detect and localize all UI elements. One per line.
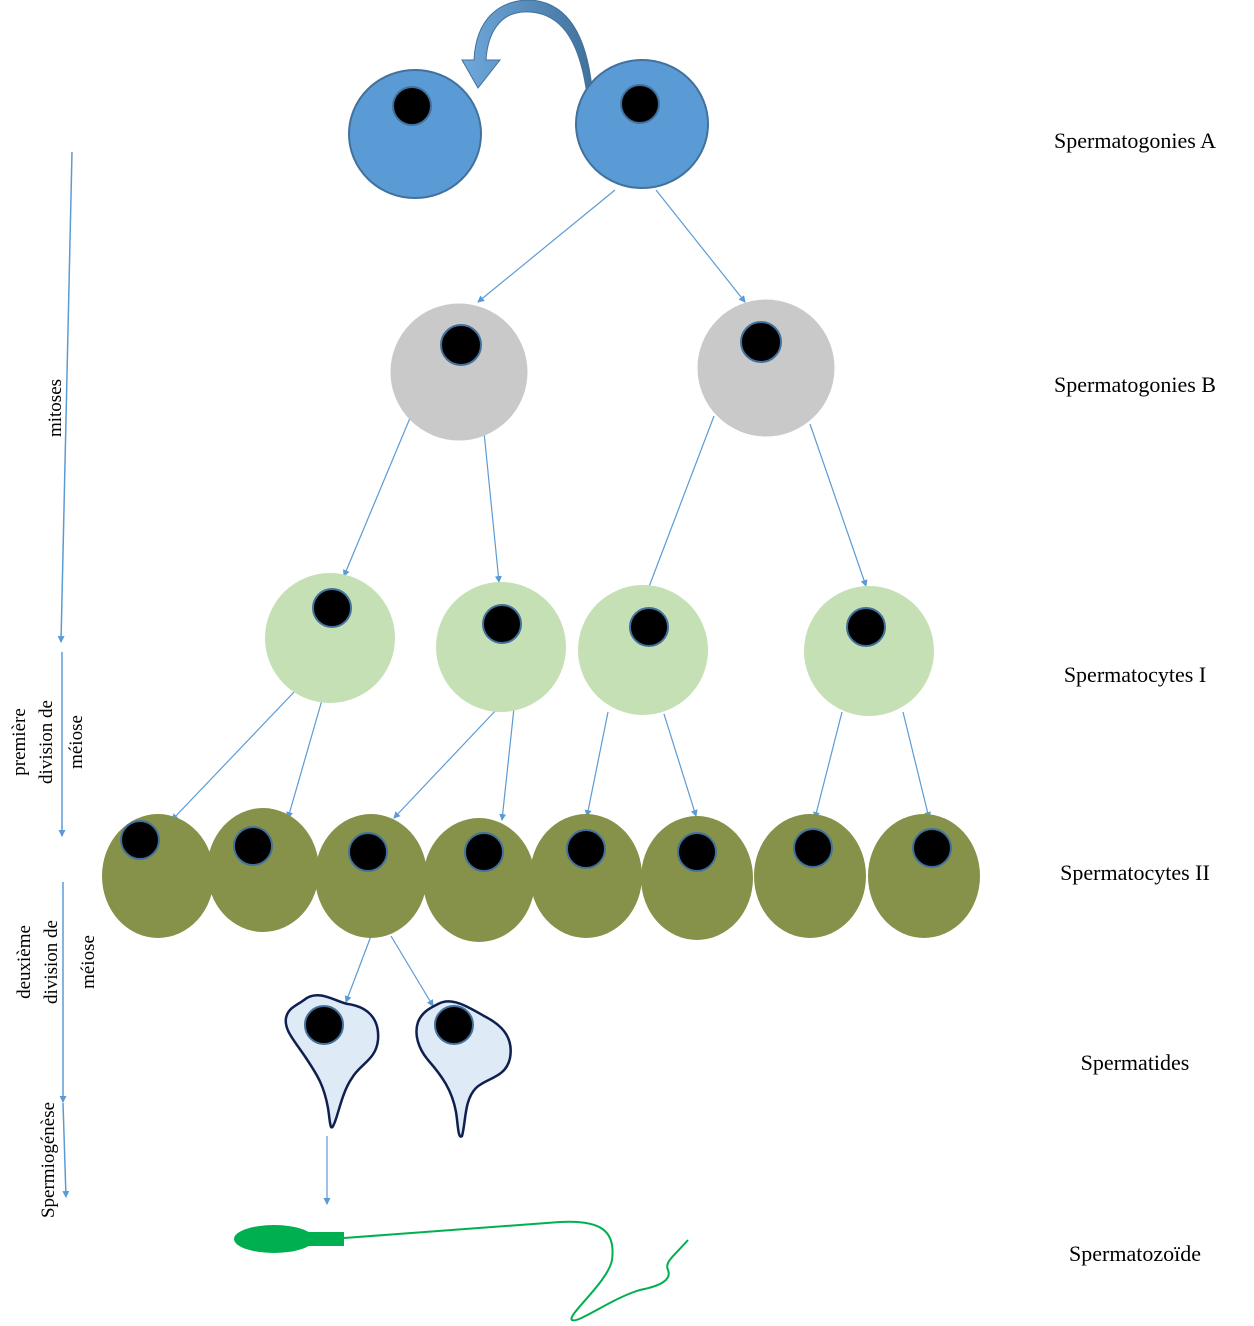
nucleus <box>312 588 352 628</box>
nucleus <box>120 820 160 860</box>
cell-body <box>207 808 319 932</box>
arrow-b1-to-c2 <box>483 431 502 584</box>
spermatocyte-1-cell <box>436 582 566 712</box>
cell-body <box>578 585 708 715</box>
nucleus <box>233 826 273 866</box>
spermatocyte-2-cell <box>207 808 319 932</box>
timeline <box>57 151 73 1199</box>
cell-body <box>390 303 528 441</box>
sperm-head <box>234 1225 314 1253</box>
cell-body <box>641 816 753 940</box>
spermatocyte-2-cell <box>102 814 214 938</box>
cell-body <box>348 69 482 199</box>
spermatogonies-a <box>348 59 709 199</box>
arrow-c3-to-d6 <box>663 713 698 818</box>
nucleus <box>793 828 833 868</box>
spermatocyte-2-cell <box>423 818 535 942</box>
spermatocyte-2-cell <box>641 816 753 940</box>
arrow-d3-to-e2 <box>390 935 434 1007</box>
spermatocyte-2-cell <box>754 814 866 938</box>
stage-label-spermatogonies-b: Spermatogonies B <box>1054 372 1216 397</box>
spermatogonie-a-cell <box>348 69 482 199</box>
nucleus <box>392 86 432 126</box>
nucleus <box>846 607 886 647</box>
arrow-c1-to-d2 <box>286 699 323 820</box>
arrow-b2-to-c4 <box>809 423 868 587</box>
stage-label-spermatocytes-1: Spermatocytes I <box>1064 662 1206 687</box>
nucleus <box>912 828 952 868</box>
phase-label-meiose2-line3: méiose <box>78 935 99 989</box>
arrow-c4-to-d7 <box>813 711 843 820</box>
nucleus <box>304 1005 344 1045</box>
spermatide-cell <box>415 1000 512 1138</box>
nucleus <box>620 84 660 124</box>
arrow-c4-to-d8 <box>902 711 931 820</box>
arrow-d3-to-e1 <box>344 935 372 1003</box>
arrow-c2-to-d4 <box>499 707 515 822</box>
arrow-c3-to-d5 <box>584 711 609 818</box>
cell-body <box>530 814 642 938</box>
cell-body <box>315 814 427 938</box>
phase-label-spermiogenese: Spermiogénèse <box>38 1102 59 1218</box>
stage-label-spermatides: Spermatides <box>1081 1050 1190 1075</box>
spermatogonie-b-cell <box>390 303 528 441</box>
spermatogonie-a-cell <box>575 59 709 189</box>
nucleus <box>566 829 606 869</box>
spermatides <box>284 994 512 1138</box>
arrow-a-to-b-left <box>477 189 616 303</box>
sperm-tail <box>343 1220 689 1322</box>
cell-body <box>868 814 980 938</box>
spermatide-cell <box>284 994 380 1129</box>
nucleus <box>677 832 717 872</box>
arrow-c2-to-d3 <box>393 707 499 819</box>
cell-body <box>436 582 566 712</box>
nucleus <box>434 1005 474 1045</box>
sperm-midpiece <box>306 1232 344 1246</box>
cell-body <box>754 814 866 938</box>
cell-body <box>804 586 934 716</box>
arrow-b2-to-c3 <box>645 415 715 593</box>
phase-label-meiose2-line1: deuxième <box>14 925 35 999</box>
cell-body <box>575 59 709 189</box>
nucleus <box>740 321 782 363</box>
phase-label-meiose2-line2: division de <box>41 920 62 1004</box>
nucleus <box>440 324 482 366</box>
spermatocyte-2-cell <box>868 814 980 938</box>
stage-label-spermatozoide: Spermatozoïde <box>1069 1241 1201 1266</box>
phase-label-meiose1-line2: division de <box>36 700 57 784</box>
spermatozoide <box>234 1220 689 1322</box>
arrow-a-to-b-right <box>655 189 746 303</box>
phase-label-meiose1-line3: méiose <box>66 715 87 769</box>
nucleus <box>629 607 669 647</box>
self-renewal-arrow <box>461 0 593 89</box>
cell-body <box>423 818 535 942</box>
spermatocytes-1 <box>265 573 934 716</box>
spermatocyte-2-cell <box>530 814 642 938</box>
lineage-arrows <box>171 189 931 1206</box>
nucleus <box>464 832 504 872</box>
timeline-arrow-spermiogenese <box>62 1102 70 1199</box>
spermatogonies-b <box>390 299 835 441</box>
arrow-b1-to-c1 <box>343 417 411 577</box>
spermatocyte-1-cell <box>578 585 708 715</box>
phase-label-meiose1-line1: première <box>9 708 30 776</box>
stage-label-spermatocytes-2: Spermatocytes II <box>1060 860 1210 885</box>
spermatocyte-1-cell <box>265 573 395 703</box>
nucleus <box>348 832 388 872</box>
spermatocytes-2 <box>102 808 980 942</box>
spermatogonie-b-cell <box>697 299 835 437</box>
spermatocyte-2-cell <box>315 814 427 938</box>
phase-labels: mitoses première division de méiose deux… <box>9 379 99 1218</box>
timeline-arrow-mitoses <box>57 151 73 644</box>
cell-body <box>697 299 835 437</box>
nucleus <box>482 604 522 644</box>
stage-labels: Spermatogonies A Spermatogonies B Sperma… <box>1054 128 1216 1266</box>
cell-body <box>265 573 395 703</box>
stage-label-spermatogonies-a: Spermatogonies A <box>1054 128 1216 153</box>
phase-label-mitoses: mitoses <box>45 379 66 437</box>
arrow-c1-to-d1 <box>171 689 297 821</box>
spermatocyte-1-cell <box>804 586 934 716</box>
